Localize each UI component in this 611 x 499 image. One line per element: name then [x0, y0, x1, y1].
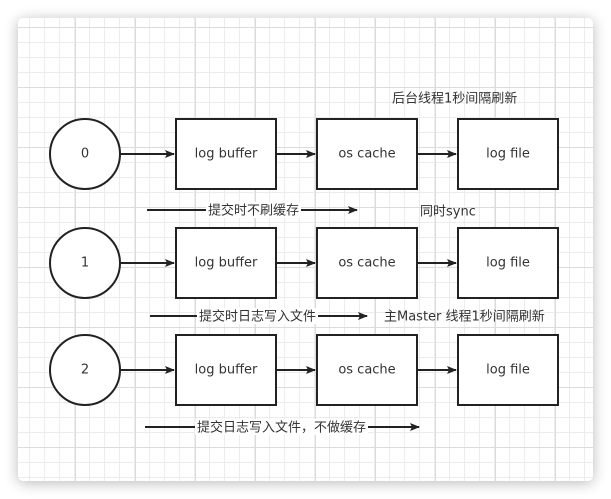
- log-file-label-2: log file: [486, 363, 530, 378]
- commit-note-bg-1: [197, 308, 319, 324]
- flush-note-1: 主Master 线程1秒间隔刷新: [384, 309, 545, 325]
- mode-label-2: 2: [81, 363, 89, 378]
- os-cache-box-0[interactable]: [316, 118, 418, 190]
- row-mode-1: 1 log buffer os cache log file 提交时日志写入文件…: [49, 227, 559, 325]
- row-mode-2: 2 log buffer os cache log file 提交日志写入文件，…: [49, 334, 559, 436]
- os-cache-label-2: os cache: [338, 363, 395, 378]
- mode-label-0: 0: [81, 147, 89, 162]
- commit-note-1: 提交时日志写入文件: [199, 309, 316, 325]
- log-buffer-label-2: log buffer: [195, 363, 258, 378]
- commit-note-bg-2: [195, 419, 369, 435]
- log-buffer-box-1[interactable]: [175, 227, 277, 299]
- row-mode-0: 0 log buffer os cache log file 提交时不刷缓存 同…: [49, 118, 559, 220]
- background-thread-note: 后台线程1秒间隔刷新: [392, 91, 517, 107]
- log-buffer-box-2[interactable]: [175, 334, 277, 406]
- log-file-label-1: log file: [486, 256, 530, 271]
- log-file-box-0[interactable]: [457, 118, 559, 190]
- log-buffer-label-1: log buffer: [195, 256, 258, 271]
- commit-note-bg-0: [206, 202, 302, 218]
- log-file-box-1[interactable]: [457, 227, 559, 299]
- log-file-label-0: log file: [486, 147, 530, 162]
- log-file-box-2[interactable]: [457, 334, 559, 406]
- mode-label-1: 1: [81, 256, 89, 271]
- commit-note-0: 提交时不刷缓存: [208, 203, 299, 219]
- commit-note-2: 提交日志写入文件，不做缓存: [197, 420, 366, 436]
- flush-note-0: 同时sync: [420, 205, 476, 220]
- os-cache-label-1: os cache: [338, 256, 395, 271]
- os-cache-label-0: os cache: [338, 147, 395, 162]
- os-cache-box-1[interactable]: [316, 227, 418, 299]
- os-cache-box-2[interactable]: [316, 334, 418, 406]
- log-buffer-label-0: log buffer: [195, 147, 258, 162]
